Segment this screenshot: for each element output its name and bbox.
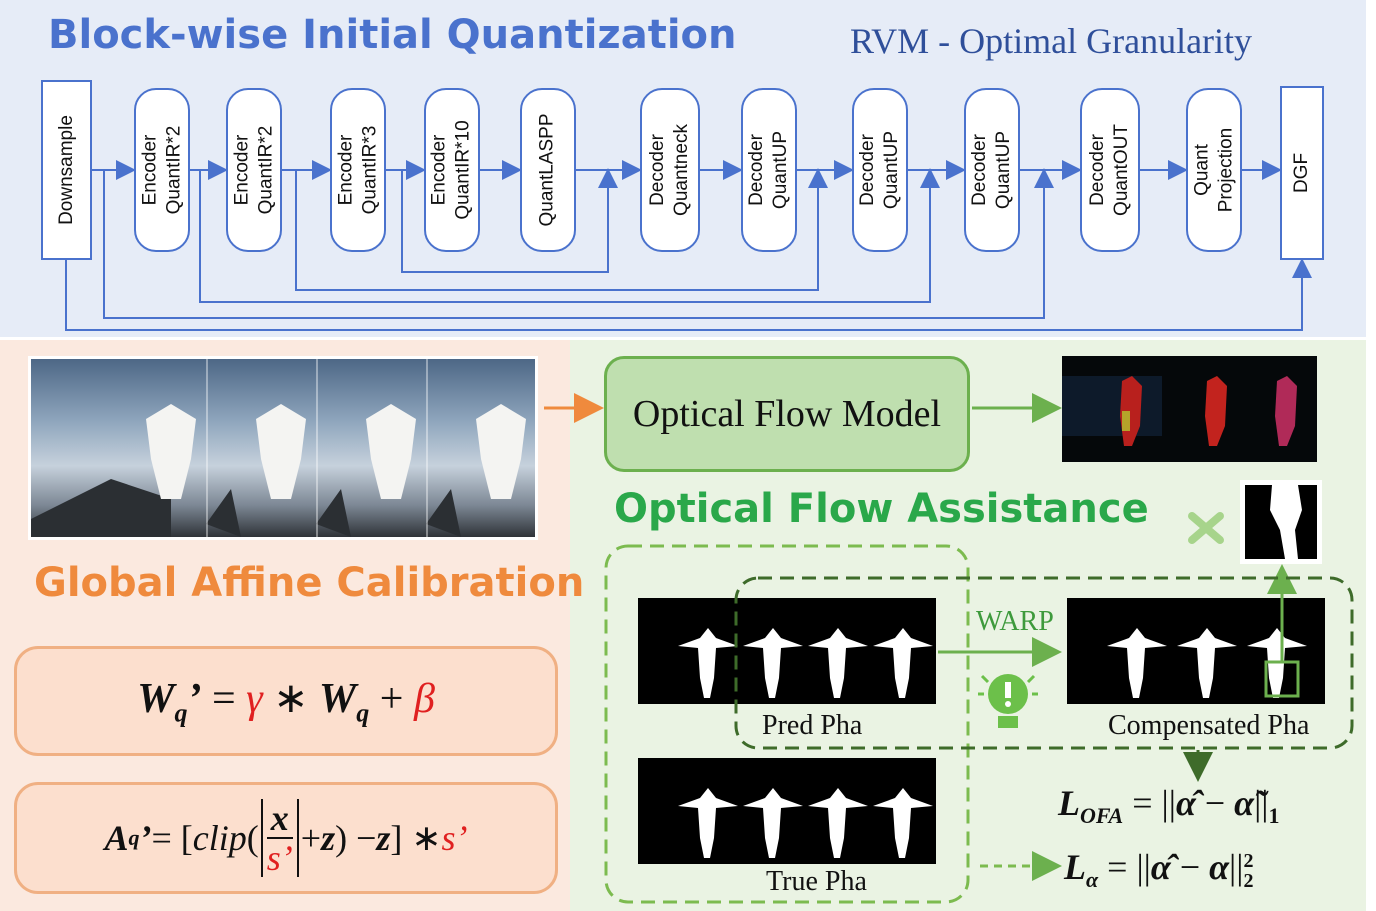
- block-downsample: Downsample: [41, 80, 92, 260]
- ofa-loss: LOFA = ||α̂ − α̃||1: [1058, 783, 1280, 829]
- true-pha-image: [638, 758, 936, 864]
- true-pha-label: True Pha: [766, 866, 867, 897]
- weight-equation: Wq’ = γ ∗ Wq + β: [137, 676, 435, 728]
- mask-crop-drawing: [1245, 485, 1317, 559]
- lightbulb-icon: [978, 674, 1038, 728]
- blockwise-title: Block-wise Initial Quantization: [48, 12, 737, 58]
- input-video-frames: [28, 356, 538, 540]
- calibration-title: Global Affine Calibration: [34, 560, 585, 606]
- true-pha-drawing: [678, 788, 933, 858]
- crop-highlight: [1264, 660, 1300, 698]
- weight-equation-box: Wq’ = γ ∗ Wq + β: [14, 646, 558, 756]
- pipeline-arrows: [65, 160, 1312, 331]
- rvm-subtitle: RVM - Optimal Granularity: [850, 21, 1253, 61]
- compensated-pha-label: Compensated Pha: [1108, 710, 1310, 741]
- optical-flow-model-box: Optical Flow Model: [604, 356, 970, 472]
- mask-crop-image: [1240, 480, 1322, 564]
- flow-output-drawing: [1062, 376, 1297, 446]
- pred-group-box: [734, 576, 1354, 750]
- flow-output-image: [1062, 356, 1317, 462]
- pred-pha-label: Pred Pha: [762, 710, 863, 741]
- input-frames-drawing: [31, 359, 526, 537]
- true-group-box: [604, 544, 970, 904]
- pred-pha-drawing: [678, 628, 933, 698]
- optical-flow-title: Optical Flow Assistance: [614, 486, 1149, 532]
- cross-icon: [1188, 512, 1224, 544]
- optical-flow-model-label: Optical Flow Model: [632, 393, 942, 435]
- pred-pha-image: [638, 598, 936, 704]
- warp-label: WARP: [976, 606, 1054, 637]
